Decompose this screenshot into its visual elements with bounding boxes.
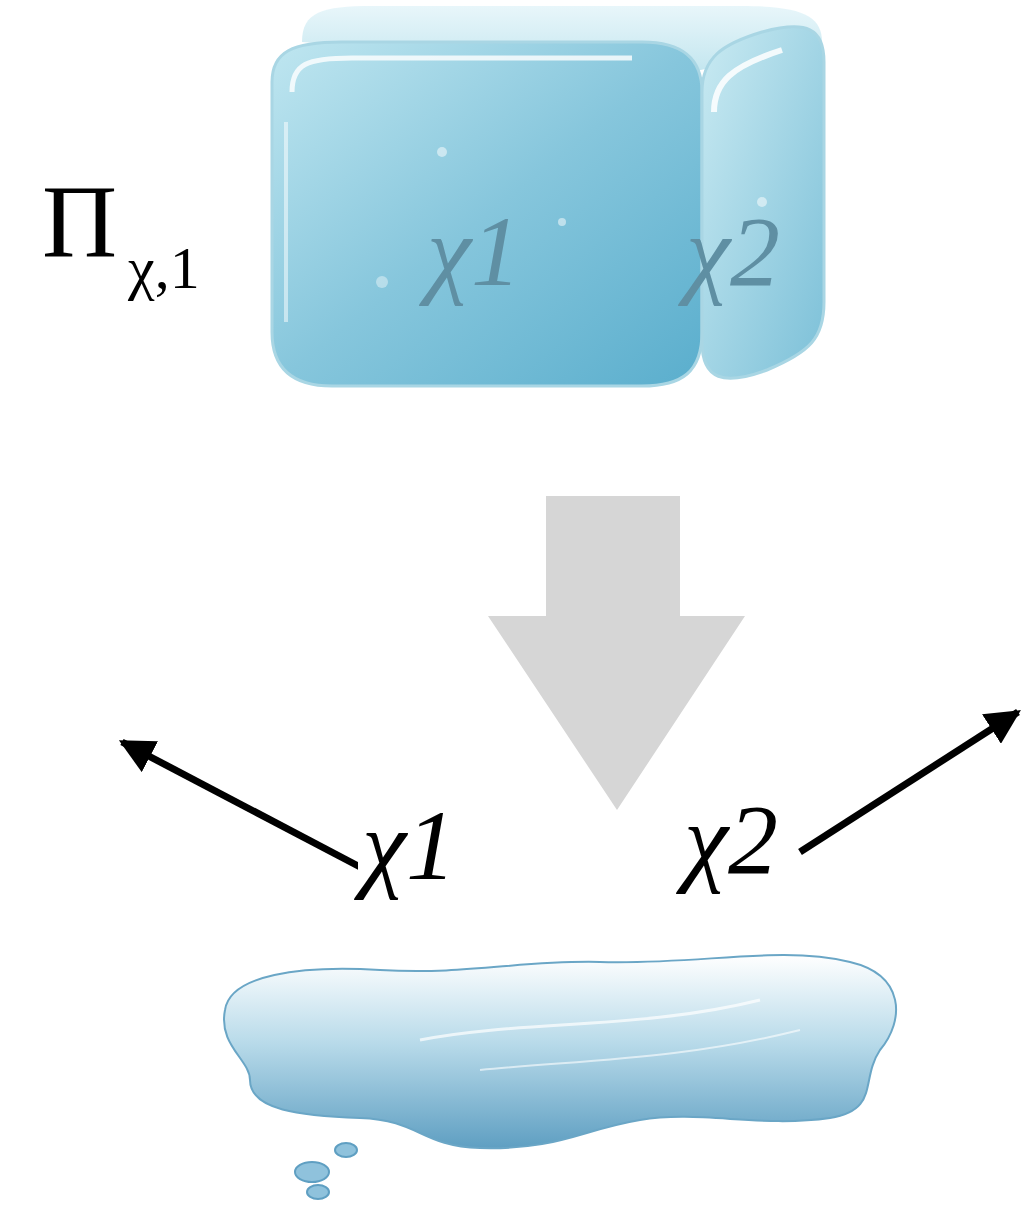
particle-label: χ1: [358, 796, 460, 896]
ice-cube-node: χ1 χ2: [262, 2, 832, 390]
water-drop: [335, 1143, 357, 1157]
operator-label: χ,1: [128, 238, 200, 298]
particle-label: χ2: [680, 790, 782, 890]
escape-arrow: [122, 742, 362, 868]
cube-symbol: χ1: [427, 202, 521, 302]
water-drop: [307, 1185, 329, 1199]
water-drop: [295, 1162, 329, 1182]
melt-arrow: [488, 496, 745, 810]
escape-arrow: [800, 712, 1018, 852]
ice-cube: [262, 2, 832, 390]
puddle: [224, 955, 896, 1148]
operator-label: Π: [42, 170, 117, 274]
cube-symbol: χ2: [686, 202, 780, 302]
